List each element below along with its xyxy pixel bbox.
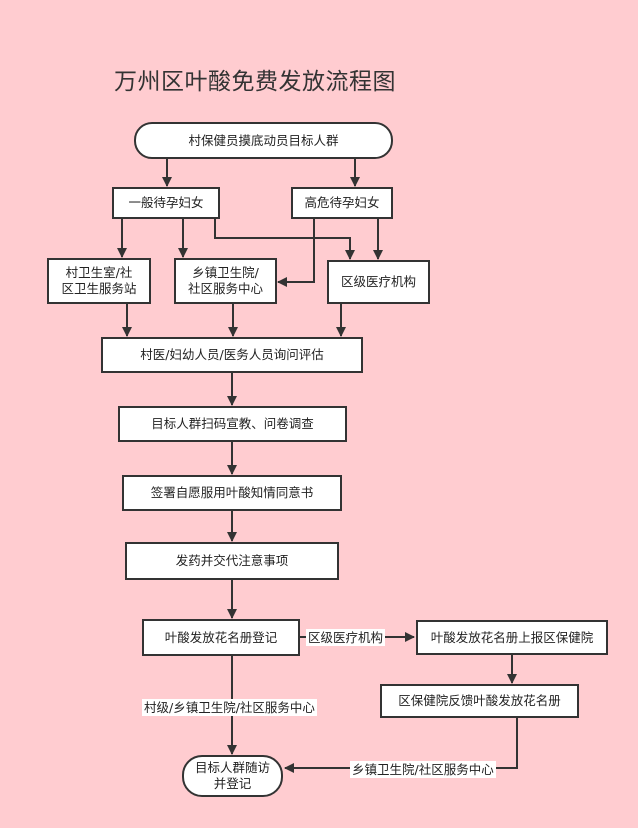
node-followup-label-line2: 并登记 (213, 776, 252, 791)
node-township-label-line2: 社区服务中心 (187, 281, 263, 296)
node-dispense: 发药并交代注意事项 (125, 542, 339, 580)
node-village-label-line1: 村卫生室/社 (65, 265, 133, 280)
node-start: 村保健员摸底动员目标人群 (134, 122, 393, 159)
node-survey-label: 目标人群扫码宣教、问卷调查 (151, 416, 314, 431)
node-assess: 村医/妇幼人员/医务人员询问评估 (101, 337, 363, 373)
node-highrisk-label: 高危待孕妇女 (304, 195, 380, 210)
edge-label-register-to-followup: 村级/乡镇卫生院/社区服务中心 (142, 699, 317, 716)
node-township-label-line1: 乡镇卫生院/ (192, 265, 259, 280)
node-consent-label: 签署自愿服用叶酸知情同意书 (150, 485, 314, 500)
node-feedback: 区保健院反馈叶酸发放花名册 (380, 684, 579, 718)
node-register-label: 叶酸发放花名册登记 (164, 629, 278, 645)
edge-highrisk-to-township (277, 218, 315, 287)
node-followup-label-line1: 目标人群随访 (194, 760, 270, 775)
edge-label-register-to-report: 区级医疗机构 (306, 629, 386, 646)
node-followup: 目标人群随访 并登记 (182, 755, 283, 797)
node-start-label: 村保健员摸底动员目标人群 (188, 132, 339, 148)
node-township: 乡镇卫生院/ 社区服务中心 (174, 258, 277, 304)
edge-label-feedback-to-followup: 乡镇卫生院/社区服务中心 (350, 761, 496, 778)
node-register: 叶酸发放花名册登记 (142, 619, 300, 656)
node-highrisk: 高危待孕妇女 (291, 187, 393, 219)
page-title: 万州区叶酸免费发放流程图 (114, 69, 396, 95)
node-village-label-line2: 区卫生服务站 (61, 281, 137, 296)
node-general-label: 一般待孕妇女 (128, 195, 204, 210)
node-consent: 签署自愿服用叶酸知情同意书 (122, 475, 342, 511)
node-general: 一般待孕妇女 (112, 187, 220, 219)
node-feedback-label: 区保健院反馈叶酸发放花名册 (398, 693, 561, 708)
node-dispense-label: 发药并交代注意事项 (175, 553, 289, 568)
edge-general-to-district (214, 218, 355, 260)
node-report: 叶酸发放花名册上报区保健院 (416, 620, 608, 655)
node-village: 村卫生室/社 区卫生服务站 (47, 258, 151, 304)
node-survey: 目标人群扫码宣教、问卷调查 (118, 406, 347, 442)
node-district: 区级医疗机构 (327, 260, 430, 304)
node-report-label: 叶酸发放花名册上报区保健院 (430, 629, 594, 645)
node-district-label: 区级医疗机构 (340, 274, 416, 289)
node-assess-label: 村医/妇幼人员/医务人员询问评估 (140, 347, 324, 362)
